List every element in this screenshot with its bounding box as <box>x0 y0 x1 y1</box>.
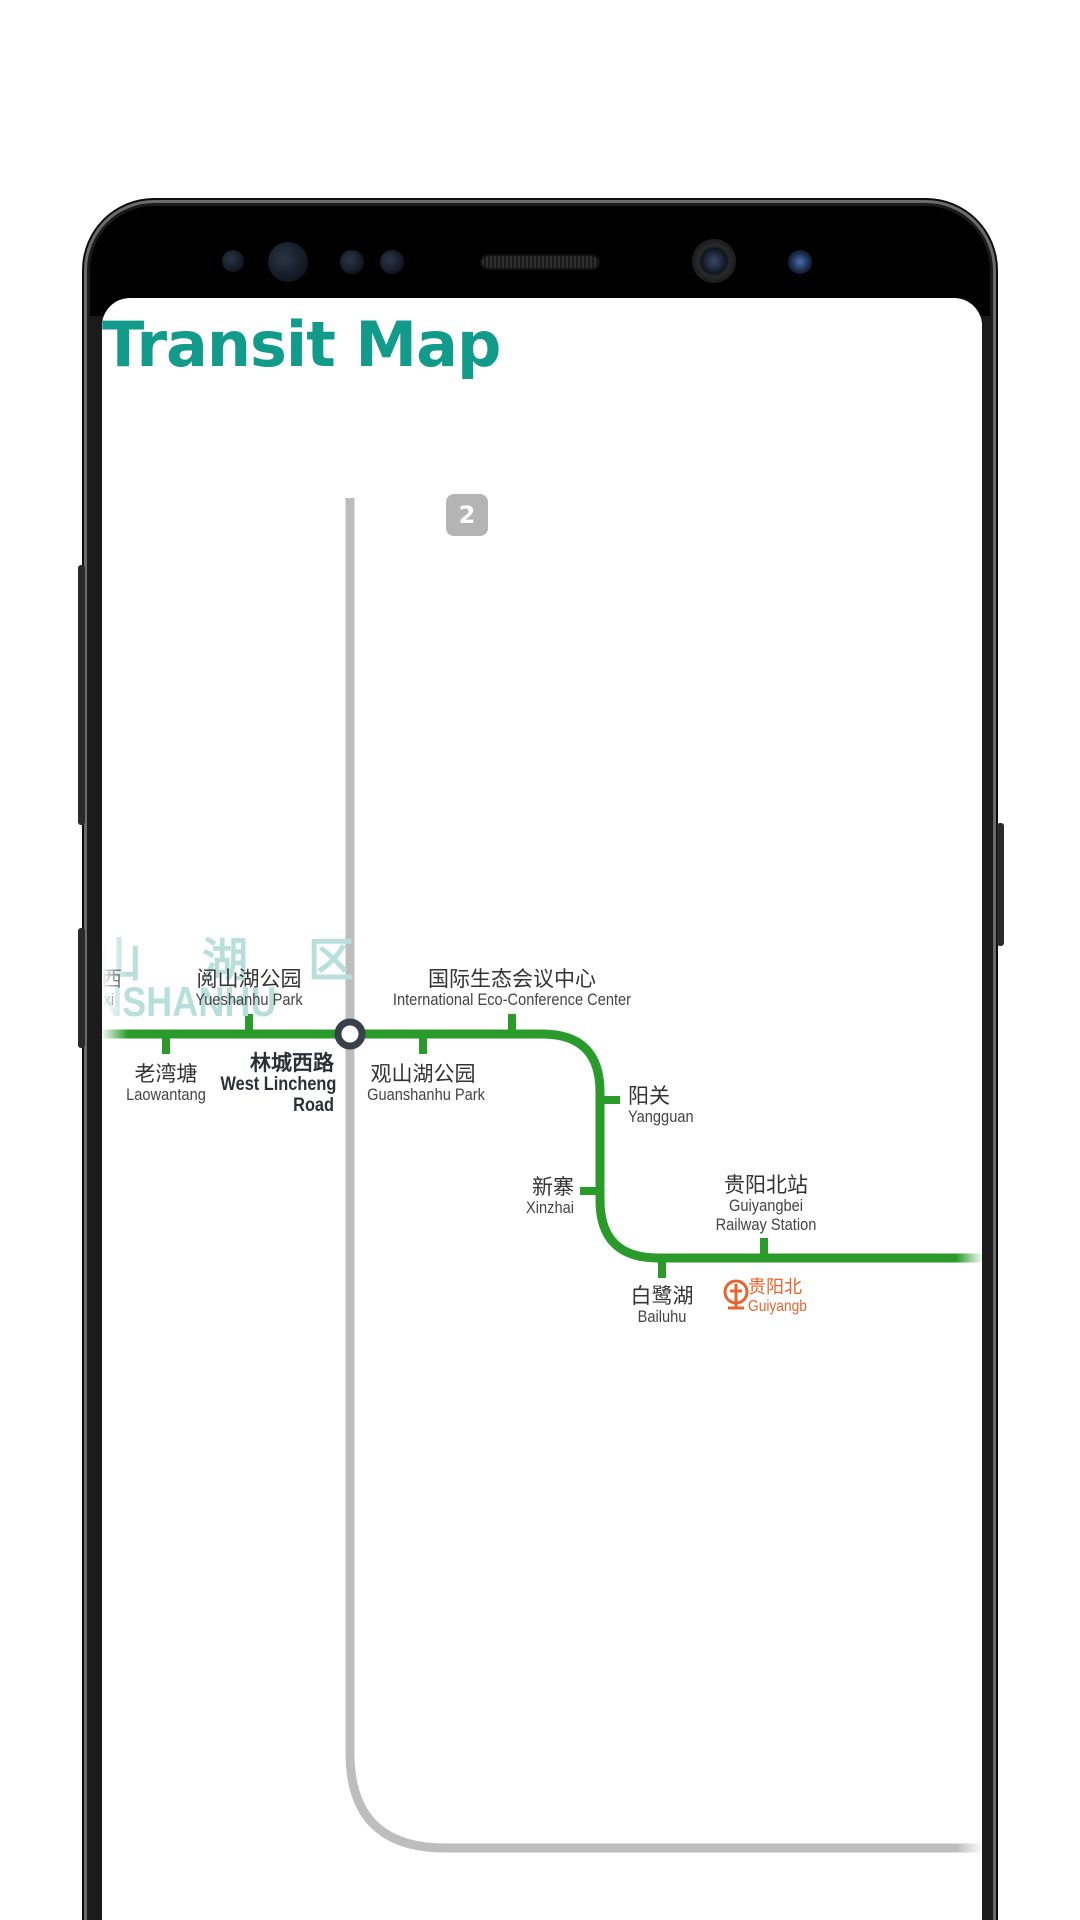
station-name-en: Xinzhai <box>526 1198 574 1218</box>
station-name-en: Bailuhu <box>637 1307 687 1327</box>
station-guiyangbei-railway-station[interactable]: 贵阳北站 Guiyangbei Railway Station <box>706 1173 826 1234</box>
station-name-en-1: West Lincheng <box>220 1074 337 1096</box>
station-name-en: Yueshanhu Park <box>195 990 303 1010</box>
station-west-lincheng-road[interactable]: 林城西路 West Lincheng Road <box>202 1051 337 1117</box>
station-name-zh: 阅山湖公园 <box>196 967 302 991</box>
station-guanshanhu-park[interactable]: 观山湖公园 Guanshanhu Park <box>358 1062 488 1105</box>
line-1-track[interactable] <box>102 1029 982 1263</box>
station-name-zh: 麦西 <box>102 967 122 991</box>
railway-name-en: Guiyangb <box>748 1297 807 1315</box>
sensor-icon <box>340 250 364 274</box>
assistant-button <box>78 928 85 1048</box>
page-title: Transit Map <box>102 308 501 381</box>
station-name-zh: 林城西路 <box>250 1051 334 1075</box>
station-name-zh: 贵阳北站 <box>724 1173 808 1197</box>
station-yueshanhu-park[interactable]: 阅山湖公园 Yueshanhu Park <box>184 967 314 1010</box>
station-name-en: Laowantang <box>126 1085 206 1105</box>
front-camera-icon <box>694 241 734 281</box>
station-name-zh: 白鹭湖 <box>630 1284 694 1308</box>
railway-station-icon[interactable] <box>720 1278 752 1310</box>
transit-map[interactable] <box>102 298 982 1920</box>
station-maixi[interactable]: 麦西 maixi <box>102 967 122 1010</box>
iris-sensor-icon <box>268 242 308 282</box>
station-name-en: Guanshanhu Park <box>367 1085 485 1105</box>
line-2-track[interactable] <box>345 498 982 1853</box>
sensor-icon <box>380 250 404 274</box>
volume-button <box>78 565 85 825</box>
line-2-badge[interactable]: 2 <box>446 494 488 536</box>
iris-camera-icon <box>788 250 812 274</box>
transfer-station-marker[interactable] <box>334 1018 366 1050</box>
proximity-sensor-icon <box>222 250 244 272</box>
power-button <box>997 823 1004 946</box>
station-yangguan[interactable]: 阳关 Yangguan <box>628 1084 704 1127</box>
station-name-zh: 国际生态会议中心 <box>428 967 596 991</box>
station-eco-conference-center[interactable]: 国际生态会议中心 International Eco-Conference Ce… <box>372 967 652 1010</box>
station-name-en-2: Railway Station <box>715 1214 817 1234</box>
station-ticks <box>162 1014 768 1278</box>
station-name-zh: 老湾塘 <box>134 1062 198 1086</box>
station-name-en-1: Guiyangbei <box>729 1196 803 1216</box>
station-name-zh: 观山湖公园 <box>370 1062 476 1086</box>
station-name-zh: 阳关 <box>628 1084 670 1108</box>
station-name-en: Yangguan <box>628 1107 694 1127</box>
station-name-en: maixi <box>102 990 115 1010</box>
station-laowantang[interactable]: 老湾塘 Laowantang <box>116 1062 216 1105</box>
earpiece-speaker <box>482 256 598 268</box>
screen[interactable]: Transit Map 2 <box>102 298 982 1920</box>
railway-station-label[interactable]: 贵阳北 Guiyangb <box>748 1278 817 1315</box>
station-name-en: International Eco-Conference Center <box>392 990 632 1010</box>
station-xinzhai[interactable]: 新寨 Xinzhai <box>502 1175 574 1218</box>
railway-name-zh: 贵阳北 <box>748 1277 802 1298</box>
district-name-en: NSHANHU <box>102 978 277 1025</box>
station-name-en-2: Road <box>293 1094 334 1116</box>
station-bailuhu[interactable]: 白鹭湖 Bailuhu <box>612 1284 712 1327</box>
district-name-zh: 山 湖 区 <box>102 933 377 987</box>
station-name-zh: 新寨 <box>532 1175 574 1199</box>
